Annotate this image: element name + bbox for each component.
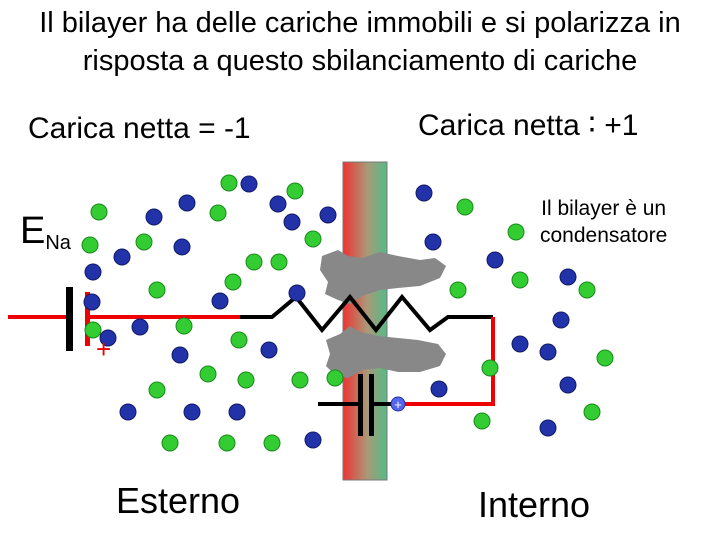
ion-blue xyxy=(269,195,287,213)
ion-green xyxy=(148,281,166,299)
ion-green xyxy=(175,317,193,335)
ion-green xyxy=(230,331,248,349)
ion-channel-bottom xyxy=(326,326,446,378)
ion-green xyxy=(326,369,344,387)
battery-label-subscript: Na xyxy=(45,232,71,254)
ion-blue xyxy=(288,284,306,302)
ion-blue xyxy=(430,380,448,398)
ion-blue xyxy=(99,329,117,347)
ion-blue xyxy=(539,343,557,361)
battery-label-main: E xyxy=(20,210,46,252)
ion-blue xyxy=(83,293,101,311)
ion-blue xyxy=(113,248,131,266)
ion-green xyxy=(578,281,596,299)
inside-label: Interno xyxy=(478,484,591,525)
ion-green xyxy=(218,434,236,452)
title-line-2: risposta a questo sbilanciamento di cari… xyxy=(82,45,638,77)
ion-blue xyxy=(240,175,258,193)
title-line-1: Il bilayer ha delle cariche immobili e s… xyxy=(39,7,681,39)
ion-blue xyxy=(183,403,201,421)
ion-green xyxy=(81,236,99,254)
ion-green xyxy=(90,203,108,221)
ion-blue xyxy=(228,403,246,421)
ion-blue xyxy=(260,341,278,359)
ion-green xyxy=(286,182,304,200)
ion-green xyxy=(135,233,153,251)
battery-plus-sign: + xyxy=(96,334,112,364)
net-charge-inside-label: Carica netta ∶ +1 xyxy=(418,109,639,142)
ion-green xyxy=(270,253,288,271)
ion-green xyxy=(596,349,614,367)
outside-label: Esterno xyxy=(116,480,241,521)
ion-green xyxy=(304,230,322,248)
ion-green xyxy=(291,371,309,389)
ion-blue xyxy=(211,292,229,310)
ions-group xyxy=(81,174,614,452)
capacitor-plus-sign: + xyxy=(394,397,402,412)
ion-green xyxy=(449,281,467,299)
capacitor-note-line-1: Il bilayer è un xyxy=(541,197,667,220)
ion-green xyxy=(583,403,601,421)
capacitor-plus-marker xyxy=(390,396,406,412)
capacitor-plate-right xyxy=(369,374,374,436)
ion-green xyxy=(161,434,179,452)
wire-right-loop xyxy=(402,317,495,406)
ion-blue xyxy=(304,431,322,449)
ion-green xyxy=(209,204,227,222)
ion-green xyxy=(84,321,102,339)
sodium-battery-label: ENa xyxy=(20,210,71,254)
capacitor-note: Il bilayer è un condensatore xyxy=(540,195,667,249)
ion-green xyxy=(199,365,217,383)
ion-blue xyxy=(539,419,557,437)
ion-blue xyxy=(84,263,102,281)
ion-blue xyxy=(424,233,442,251)
ion-blue xyxy=(178,194,196,212)
ion-blue xyxy=(119,403,137,421)
ion-blue xyxy=(171,346,189,364)
ion-channel-top xyxy=(320,250,446,304)
ion-blue xyxy=(559,376,577,394)
net-charge-outside-label: Carica netta = -1 xyxy=(28,112,251,145)
ion-green xyxy=(237,371,255,389)
battery-short-plate xyxy=(85,292,90,346)
ion-green xyxy=(245,253,263,271)
lipid-bilayer xyxy=(342,161,388,481)
ion-green xyxy=(456,198,474,216)
ion-blue xyxy=(319,206,337,224)
capacitor-plate-left xyxy=(358,374,363,436)
ion-blue xyxy=(131,318,149,336)
ion-blue xyxy=(486,251,504,269)
ion-green xyxy=(507,223,525,241)
ion-blue xyxy=(283,213,301,231)
ion-green xyxy=(473,412,491,430)
battery-long-plate xyxy=(66,287,73,351)
ion-green xyxy=(224,273,242,291)
ion-green xyxy=(220,174,238,192)
capacitor-note-line-2: condensatore xyxy=(540,224,668,247)
ion-blue xyxy=(552,311,570,329)
ion-blue xyxy=(173,238,191,256)
ion-green xyxy=(481,359,499,377)
ion-green xyxy=(511,271,529,289)
ion-blue xyxy=(145,208,163,226)
ion-blue xyxy=(559,268,577,286)
ion-green xyxy=(263,434,281,452)
diagram-title: Il bilayer ha delle cariche immobili e s… xyxy=(0,4,720,80)
ion-blue xyxy=(511,335,529,353)
resistor xyxy=(238,293,493,334)
ion-blue xyxy=(415,184,433,202)
ion-green xyxy=(148,381,166,399)
